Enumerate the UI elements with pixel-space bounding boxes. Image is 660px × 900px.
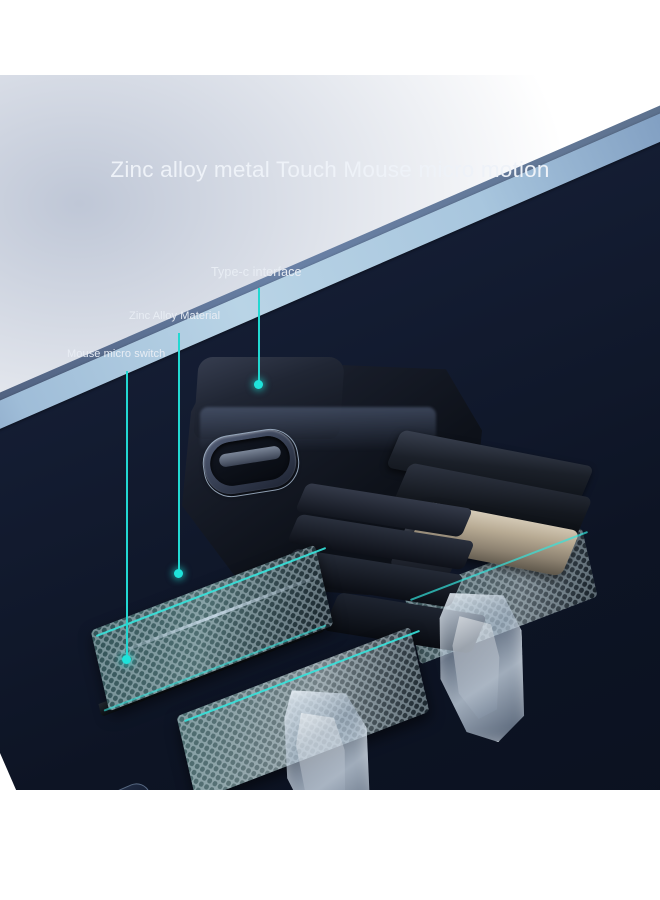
callout-anchor-mouse-micro-switch <box>122 655 131 664</box>
product-scene: Type-c interface Zinc Alloy Material Mou… <box>0 75 660 790</box>
callout-label-type-c: Type-c interface <box>211 265 302 279</box>
controller-assembly <box>0 75 660 790</box>
callout-anchor-type-c <box>254 380 263 389</box>
callout-label-zinc-alloy: Zinc Alloy Material <box>129 310 221 322</box>
callout-label-mouse-micro-switch: Mouse micro switch <box>67 348 166 360</box>
callout-leader-mouse-micro-switch <box>126 371 128 659</box>
page-title: Zinc alloy metal Touch Mouse micro motio… <box>110 157 550 182</box>
callout-leader-zinc-alloy <box>178 333 180 573</box>
callout-leader-type-c <box>258 288 260 384</box>
callout-anchor-zinc-alloy <box>174 569 183 578</box>
